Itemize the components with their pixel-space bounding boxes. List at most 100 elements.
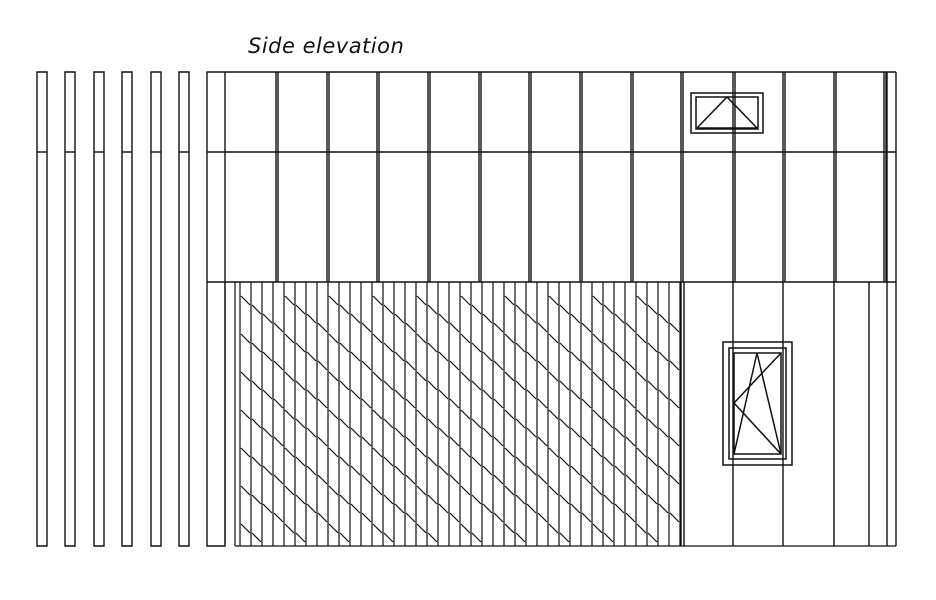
hatch-tick <box>241 448 250 457</box>
hatch-tick <box>274 437 283 446</box>
hatch-tick <box>285 334 294 343</box>
hatch-tick <box>538 475 547 484</box>
hatch-tick <box>516 457 525 466</box>
hatch-tick <box>252 381 261 390</box>
hatch-tick <box>648 381 657 390</box>
hatch-tick <box>659 314 668 323</box>
hatch-tick <box>538 399 547 408</box>
hatch-tick <box>450 437 459 446</box>
hatch-tick <box>252 343 261 352</box>
hatch-tick <box>307 352 316 361</box>
hatch-tick <box>494 437 503 446</box>
hatch-tick <box>274 475 283 484</box>
hatch-tick <box>362 323 371 332</box>
hatch-tick <box>505 372 514 381</box>
hatch-tick <box>593 334 602 343</box>
hatch-tick <box>571 466 580 475</box>
hatch-tick <box>593 448 602 457</box>
hatch-tick <box>384 533 393 542</box>
hatch-tick <box>241 486 250 495</box>
hatch-tick <box>384 343 393 352</box>
hatch-tick <box>571 352 580 361</box>
hatch-tick <box>505 448 514 457</box>
hatch-tick <box>670 513 679 522</box>
hatch-tick <box>362 361 371 370</box>
hatch-tick <box>659 352 668 361</box>
hatch-tick <box>263 428 272 437</box>
hatch-tick <box>626 513 635 522</box>
hatch-tick <box>252 457 261 466</box>
tilt-indicator <box>734 353 781 454</box>
hatch-tick <box>318 323 327 332</box>
hatch-tick <box>571 504 580 513</box>
hatch-tick <box>604 533 613 542</box>
hatch-tick <box>406 513 415 522</box>
hatch-tick <box>549 334 558 343</box>
hatch-tick <box>516 305 525 314</box>
hatch-tick <box>494 475 503 484</box>
hatch-tick <box>516 533 525 542</box>
hatch-tick <box>241 524 250 533</box>
hatch-tick <box>351 314 360 323</box>
hatch-tick <box>516 419 525 428</box>
hatch-tick <box>296 305 305 314</box>
hatch-tick <box>285 486 294 495</box>
hatch-tick <box>252 495 261 504</box>
hatch-tick <box>340 419 349 428</box>
hatch-tick <box>637 372 646 381</box>
hatch-tick <box>659 390 668 399</box>
hatch-tick <box>428 419 437 428</box>
hatch-tick <box>384 305 393 314</box>
hatch-tick <box>549 448 558 457</box>
hatch-tick <box>351 390 360 399</box>
hatch-tick <box>417 410 426 419</box>
hatch-tick <box>560 457 569 466</box>
turn-indicator <box>734 353 781 454</box>
hatch-tick <box>538 361 547 370</box>
hatch-tick <box>516 381 525 390</box>
fence-post <box>37 72 47 546</box>
hatch-tick <box>318 513 327 522</box>
hatch-tick <box>318 361 327 370</box>
hatch-tick <box>670 475 679 484</box>
hatch-tick <box>340 457 349 466</box>
top-hung-window-icon <box>691 93 763 133</box>
hatch-tick <box>582 513 591 522</box>
hatch-tick <box>494 399 503 408</box>
tall-window-frame <box>723 342 792 465</box>
hatch-tick <box>307 314 316 323</box>
hatch-tick <box>428 343 437 352</box>
hatch-tick <box>373 334 382 343</box>
hatch-tick <box>461 486 470 495</box>
hatch-tick <box>241 296 250 305</box>
hatch-tick <box>593 524 602 533</box>
hatch-tick <box>351 466 360 475</box>
hatch-tick <box>428 305 437 314</box>
hatch-tick <box>527 504 536 513</box>
hatch-tick <box>263 504 272 513</box>
hatch-tick <box>604 495 613 504</box>
hatch-tick <box>274 323 283 332</box>
hatch-tick <box>626 399 635 408</box>
hatch-tick <box>659 428 668 437</box>
lower-hatched-cladding <box>225 282 896 546</box>
hatch-tick <box>461 410 470 419</box>
tilt-turn-window-icon <box>723 342 792 465</box>
hatch-tick <box>252 305 261 314</box>
hatch-tick <box>318 475 327 484</box>
hatch-tick <box>648 533 657 542</box>
hatch-tick <box>296 343 305 352</box>
hatch-tick <box>670 399 679 408</box>
hatch-tick <box>461 448 470 457</box>
fence-post <box>94 72 104 546</box>
hatch-tick <box>560 419 569 428</box>
hatch-tick <box>296 419 305 428</box>
hatch-tick <box>472 381 481 390</box>
hatch-tick <box>384 495 393 504</box>
hatch-tick <box>417 486 426 495</box>
hatch-tick <box>637 448 646 457</box>
hatch-tick <box>626 475 635 484</box>
hatch-tick <box>560 533 569 542</box>
hatch-tick <box>318 437 327 446</box>
small-window-sash <box>696 97 758 129</box>
